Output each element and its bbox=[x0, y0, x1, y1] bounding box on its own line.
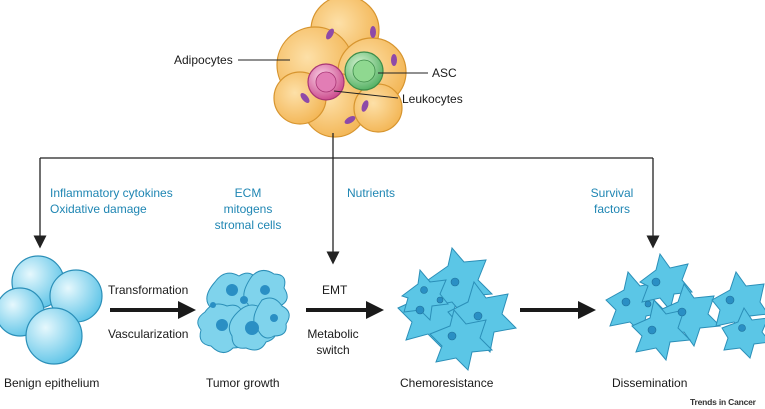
survival-text: Survival bbox=[590, 186, 634, 200]
benign-epithelium-label: Benign epithelium bbox=[4, 376, 100, 390]
benign-epithelium-cells bbox=[0, 255, 103, 365]
inflammatory-factors: Inflammatory cytokines Oxidative damage bbox=[50, 185, 173, 217]
journal-brand: Trends in Cancer bbox=[690, 397, 756, 407]
leukocytes-label: Leukocytes bbox=[402, 92, 463, 106]
oxidative-damage-text: Oxidative damage bbox=[50, 202, 147, 216]
mitogens-text: mitogens bbox=[223, 202, 273, 216]
vascularization-label: Vascularization bbox=[108, 327, 189, 341]
tumor-growth-cells bbox=[197, 270, 290, 353]
ecm-factors: ECM mitogens stromal cells bbox=[196, 185, 300, 233]
dissemination-cells bbox=[605, 252, 765, 362]
emt-label: EMT bbox=[322, 283, 348, 297]
factors-text: factors bbox=[593, 202, 630, 216]
tumor-growth-label: Tumor growth bbox=[206, 376, 280, 390]
inflammatory-cytokines-text: Inflammatory cytokines bbox=[50, 186, 173, 200]
dissemination-label: Dissemination bbox=[612, 376, 688, 390]
survival-factors: Survival factors bbox=[580, 185, 644, 217]
stromal-cells-text: stromal cells bbox=[214, 218, 282, 232]
asc-label: ASC bbox=[432, 66, 457, 80]
chemoresistance-label: Chemoresistance bbox=[400, 376, 494, 390]
ecm-text: ECM bbox=[234, 186, 262, 200]
metabolic-text: Metabolic bbox=[307, 327, 359, 341]
adipose-tissue-cluster bbox=[273, 0, 407, 138]
metabolic-switch-label: Metabolic switch bbox=[300, 326, 366, 358]
chemoresistance-cells bbox=[397, 246, 518, 371]
connector-tree bbox=[33, 133, 660, 265]
leukocytes-leader bbox=[333, 90, 399, 99]
adipocytes-label: Adipocytes bbox=[174, 53, 233, 67]
progression-arrows bbox=[110, 301, 596, 319]
switch-text: switch bbox=[316, 343, 350, 357]
transformation-label: Transformation bbox=[108, 283, 189, 297]
nutrients-label: Nutrients bbox=[347, 186, 396, 200]
